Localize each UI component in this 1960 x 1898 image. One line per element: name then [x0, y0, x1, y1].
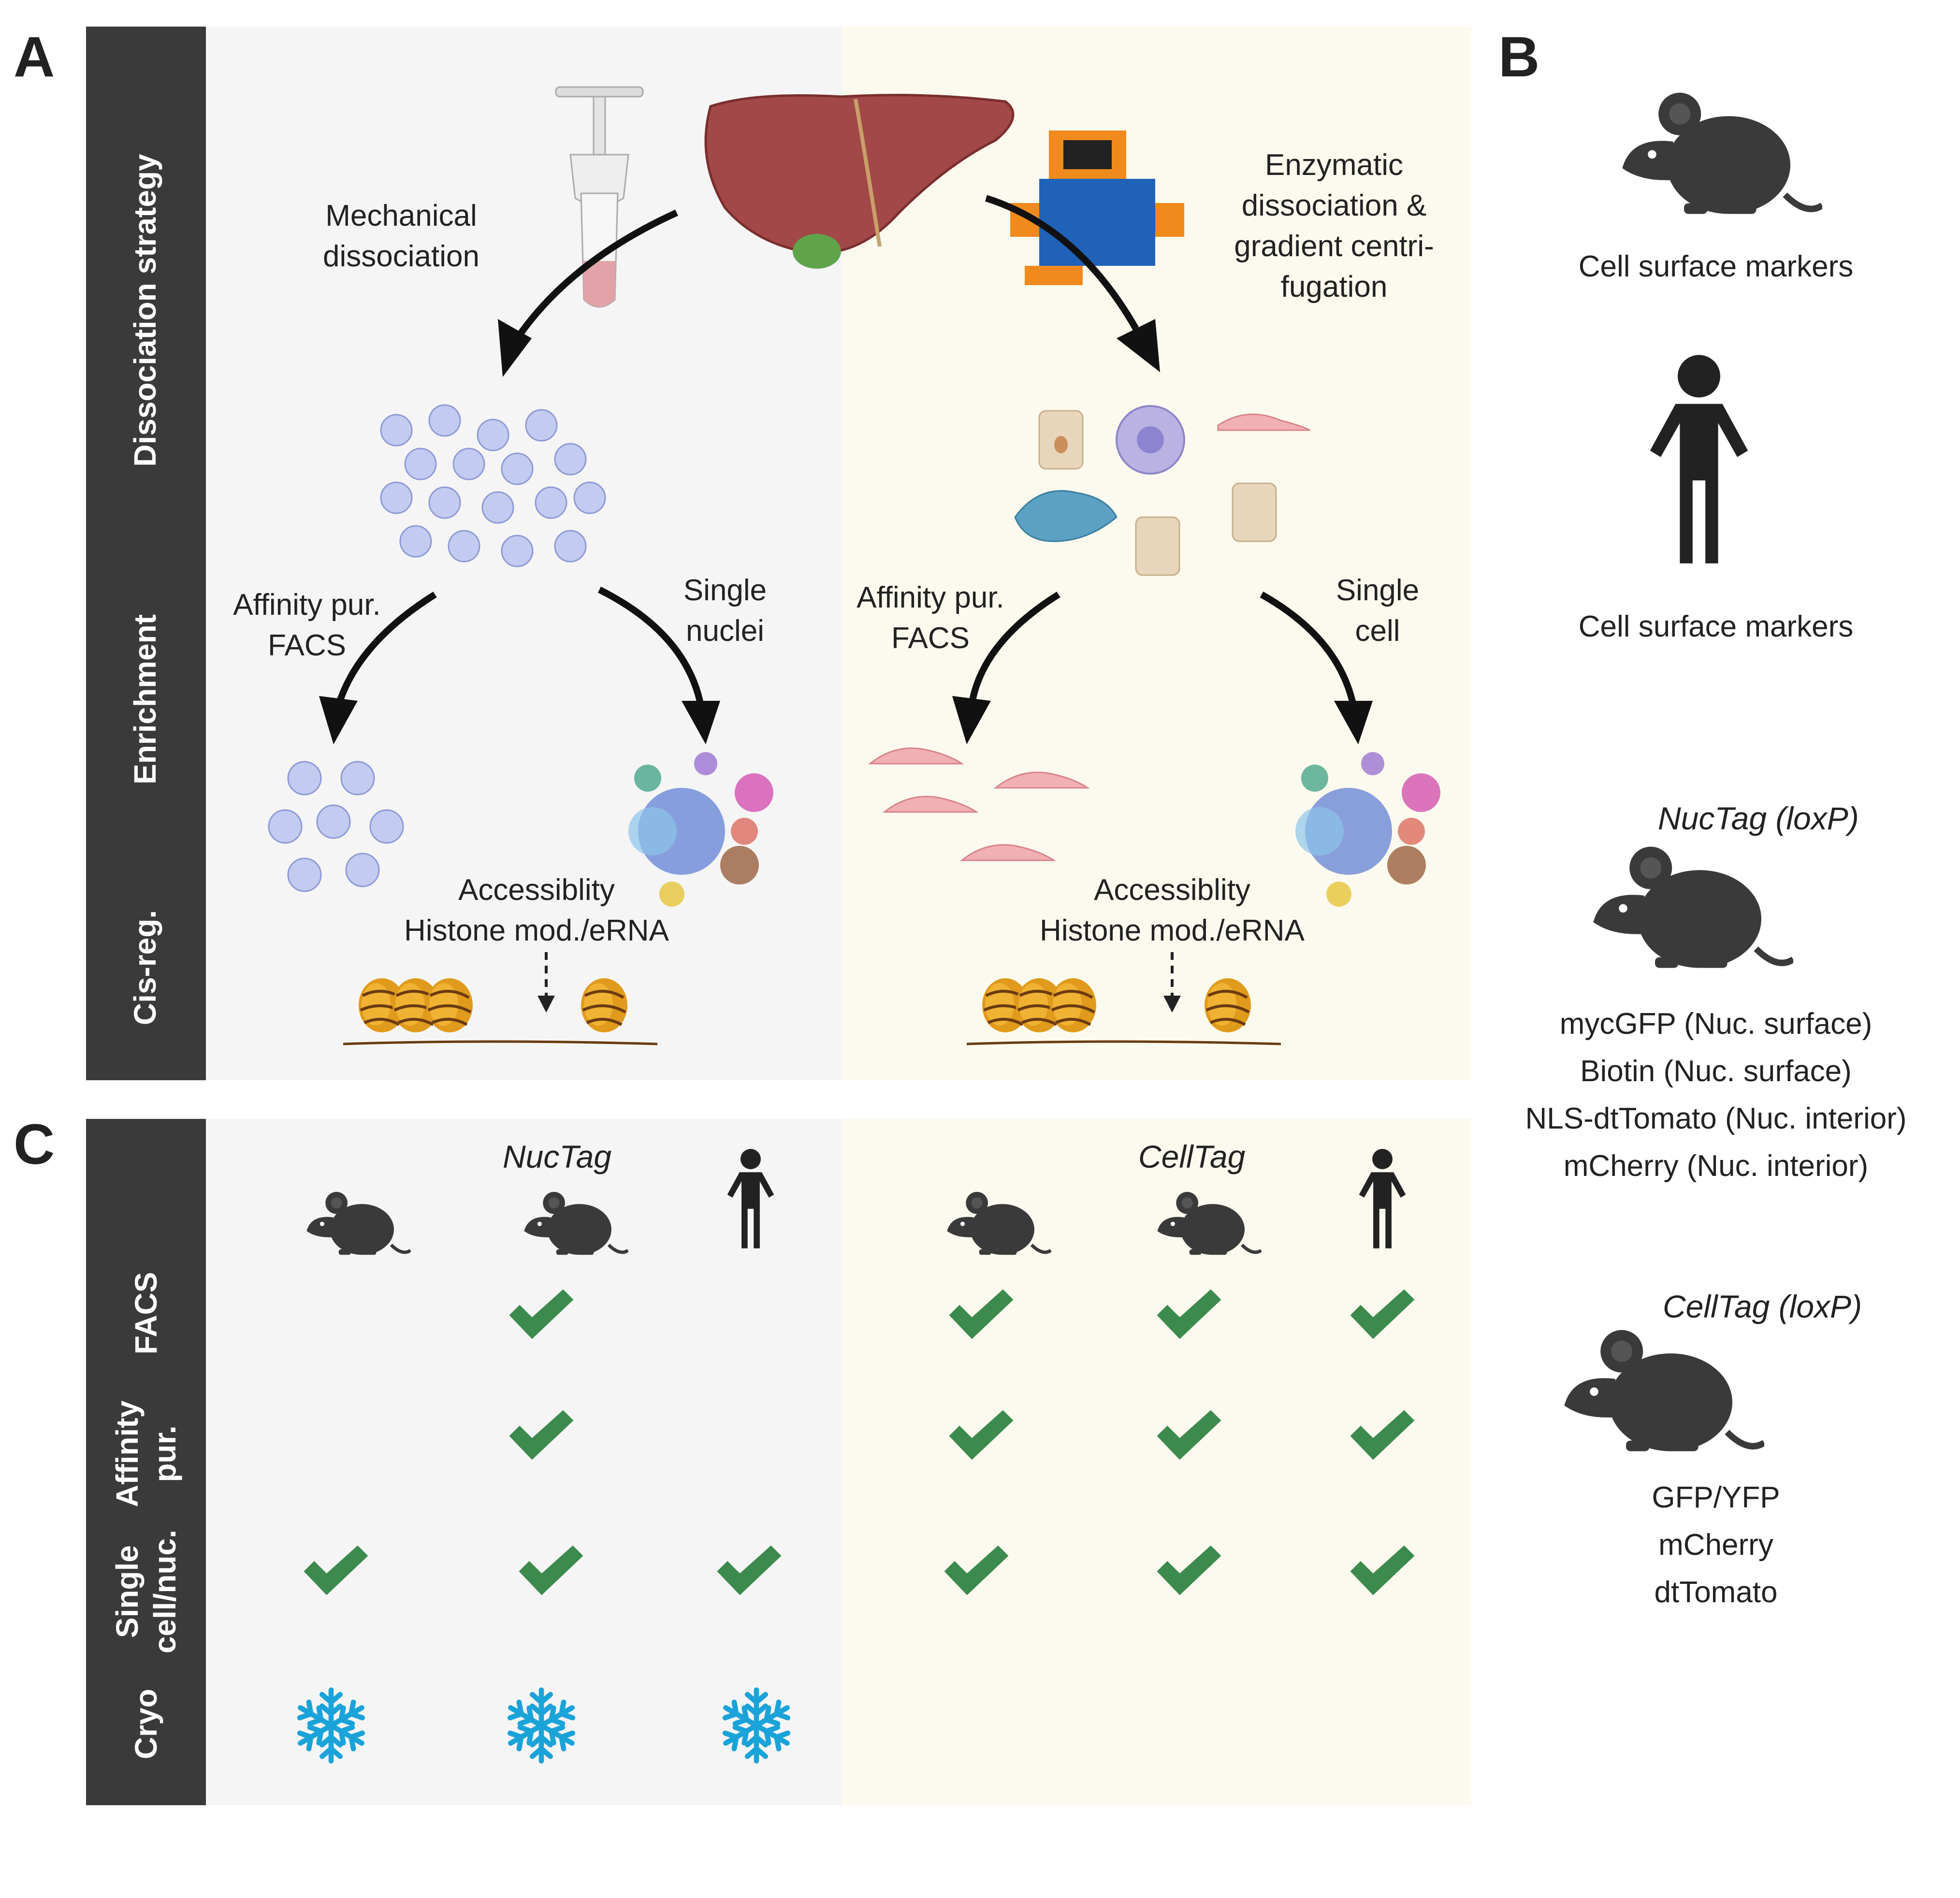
check-icon — [717, 1545, 782, 1595]
column-label-nuctag: NucTag — [503, 1139, 612, 1174]
caption-right-affinity: Affinity pur.FACS — [857, 581, 1004, 655]
panel-label-a: A — [14, 25, 55, 89]
check-icon — [509, 1289, 574, 1339]
column-icon-mouse-nuctag — [517, 1184, 628, 1261]
panel-label-c: C — [14, 1113, 55, 1176]
enriched-cells — [868, 747, 1090, 861]
check-icon — [519, 1545, 583, 1595]
check-icon — [509, 1410, 574, 1460]
panel-c-sidebar — [86, 1119, 206, 1805]
check-icon — [304, 1545, 368, 1595]
check-icon — [1157, 1545, 1221, 1595]
snowflake-icon — [292, 1687, 370, 1764]
panel-a-sidebar — [86, 27, 206, 1080]
single-nuclei-clusters — [628, 752, 773, 907]
nuclei-cluster — [380, 404, 606, 567]
celltag-title: CellTag (loxP) — [1663, 1289, 1862, 1324]
nuctag-markers: mycGFP (Nuc. surface)Biotin (Nuc. surfac… — [1525, 1007, 1907, 1183]
check-icon — [944, 1545, 1009, 1595]
liver-illustration — [704, 94, 1015, 269]
snowflake-icon — [718, 1687, 795, 1764]
panel-label-b: B — [1498, 25, 1540, 89]
mouse-icon — [1610, 77, 1822, 227]
enriched-nuclei — [268, 761, 404, 892]
panel-c-right-bg — [842, 1119, 1471, 1805]
check-icon — [949, 1289, 1014, 1339]
caption-left-affinity: Affinity pur.FACS — [233, 588, 381, 662]
nuctag-title: NucTag (loxP) — [1658, 800, 1859, 836]
mouse-icon — [1552, 1315, 1764, 1464]
check-icon — [949, 1410, 1014, 1460]
snowflake-icon — [503, 1687, 580, 1764]
check-icon — [1157, 1289, 1221, 1339]
single-cell-clusters — [1295, 752, 1440, 907]
mouse-icon — [1581, 831, 1793, 981]
column-icon-mouse-2 — [940, 1184, 1051, 1261]
tube-illustration — [555, 86, 644, 308]
caption-human-markers: Cell surface markers — [1578, 610, 1854, 643]
dissociator-illustration — [1010, 130, 1184, 285]
column-icon-mouse-1 — [300, 1184, 411, 1261]
chromatin-left — [343, 967, 658, 1045]
row-label-cryo: Cryo — [129, 1689, 163, 1759]
column-icon-mouse-celltag — [1150, 1184, 1262, 1261]
check-icon — [1157, 1410, 1221, 1460]
chromatin-right — [966, 967, 1281, 1045]
arrows-panel-a — [319, 195, 1373, 1013]
column-label-celltag: CellTag — [1138, 1139, 1246, 1174]
cell-types-cluster — [1014, 405, 1310, 576]
column-icon-human-2 — [1359, 1149, 1406, 1248]
human-icon — [1650, 355, 1748, 564]
column-icon-human-1 — [727, 1149, 774, 1248]
check-icon — [1350, 1410, 1415, 1460]
caption-mouse-markers: Cell surface markers — [1578, 250, 1854, 283]
check-icon — [1350, 1545, 1415, 1595]
check-icon — [1350, 1289, 1415, 1339]
